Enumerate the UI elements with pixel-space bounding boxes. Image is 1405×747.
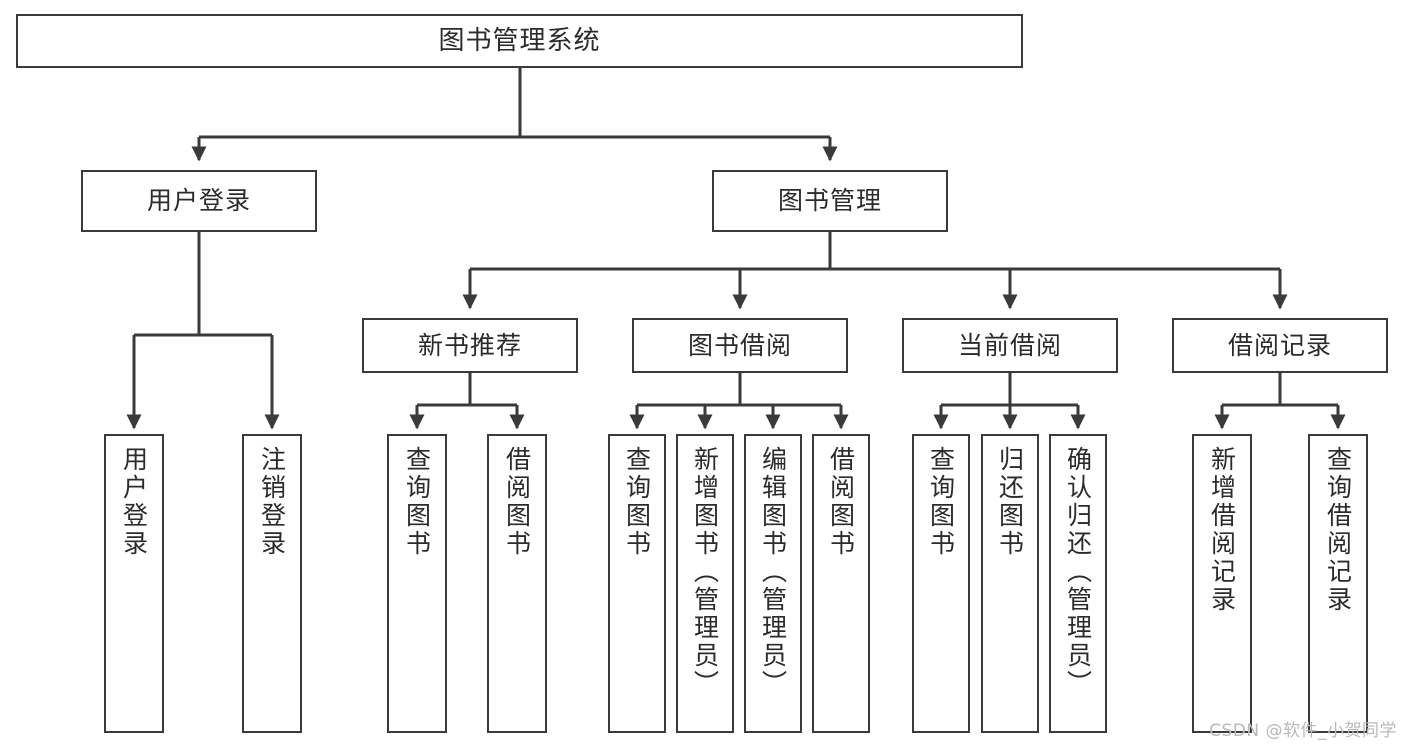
leaf-current-query-book[interactable]: 查询图书	[912, 434, 970, 733]
node-label: 查询图书	[402, 446, 432, 558]
node-user-login[interactable]: 用户登录	[81, 170, 317, 232]
node-label: 注销登录	[257, 446, 287, 558]
node-label: 用户登录	[146, 186, 251, 216]
leaf-user-logout[interactable]: 注销登录	[242, 434, 302, 733]
node-label: 借阅记录	[1227, 330, 1332, 360]
node-current-borrow[interactable]: 当前借阅	[902, 318, 1118, 373]
leaf-borrow-add-book-admin[interactable]: 新增图书（管理员）	[676, 434, 734, 733]
node-label: 图书管理系统	[438, 25, 601, 56]
leaf-user-login[interactable]: 用户登录	[104, 434, 164, 733]
csdn-watermark: CSDN @软件_小贺同学	[1209, 721, 1397, 741]
node-book-borrow[interactable]: 图书借阅	[632, 318, 848, 373]
leaf-borrow-edit-book-admin[interactable]: 编辑图书（管理员）	[744, 434, 802, 733]
node-label: 借阅图书	[502, 446, 532, 558]
node-label: 新增借阅记录	[1207, 446, 1237, 614]
node-label: 借阅图书	[826, 446, 856, 558]
leaf-recommend-borrow-book[interactable]: 借阅图书	[487, 434, 547, 733]
node-label: 确认归还（管理员）	[1063, 446, 1093, 698]
node-label: 新书推荐	[417, 330, 522, 360]
leaf-record-add-borrow-record[interactable]: 新增借阅记录	[1192, 434, 1252, 733]
node-new-book-recommend[interactable]: 新书推荐	[362, 318, 578, 373]
node-borrow-record[interactable]: 借阅记录	[1172, 318, 1388, 373]
node-label: 查询图书	[622, 446, 652, 558]
leaf-borrow-borrow-book[interactable]: 借阅图书	[812, 434, 870, 733]
leaf-current-return-book[interactable]: 归还图书	[981, 434, 1039, 733]
leaf-current-confirm-return-admin[interactable]: 确认归还（管理员）	[1049, 434, 1107, 733]
node-label: 编辑图书（管理员）	[758, 446, 788, 698]
node-label: 查询借阅记录	[1323, 446, 1353, 614]
node-label: 当前借阅	[957, 330, 1062, 360]
node-label: 新增图书（管理员）	[690, 446, 720, 698]
node-label: 归还图书	[995, 446, 1025, 558]
leaf-recommend-query-book[interactable]: 查询图书	[387, 434, 447, 733]
node-root-system[interactable]: 图书管理系统	[16, 14, 1023, 68]
node-label: 用户登录	[119, 446, 149, 558]
leaf-record-query-borrow-record[interactable]: 查询借阅记录	[1308, 434, 1368, 733]
leaf-borrow-query-book[interactable]: 查询图书	[608, 434, 666, 733]
node-label: 查询图书	[926, 446, 956, 558]
node-label: 图书借阅	[687, 330, 792, 360]
node-book-management[interactable]: 图书管理	[712, 170, 948, 232]
node-label: 图书管理	[777, 186, 882, 216]
